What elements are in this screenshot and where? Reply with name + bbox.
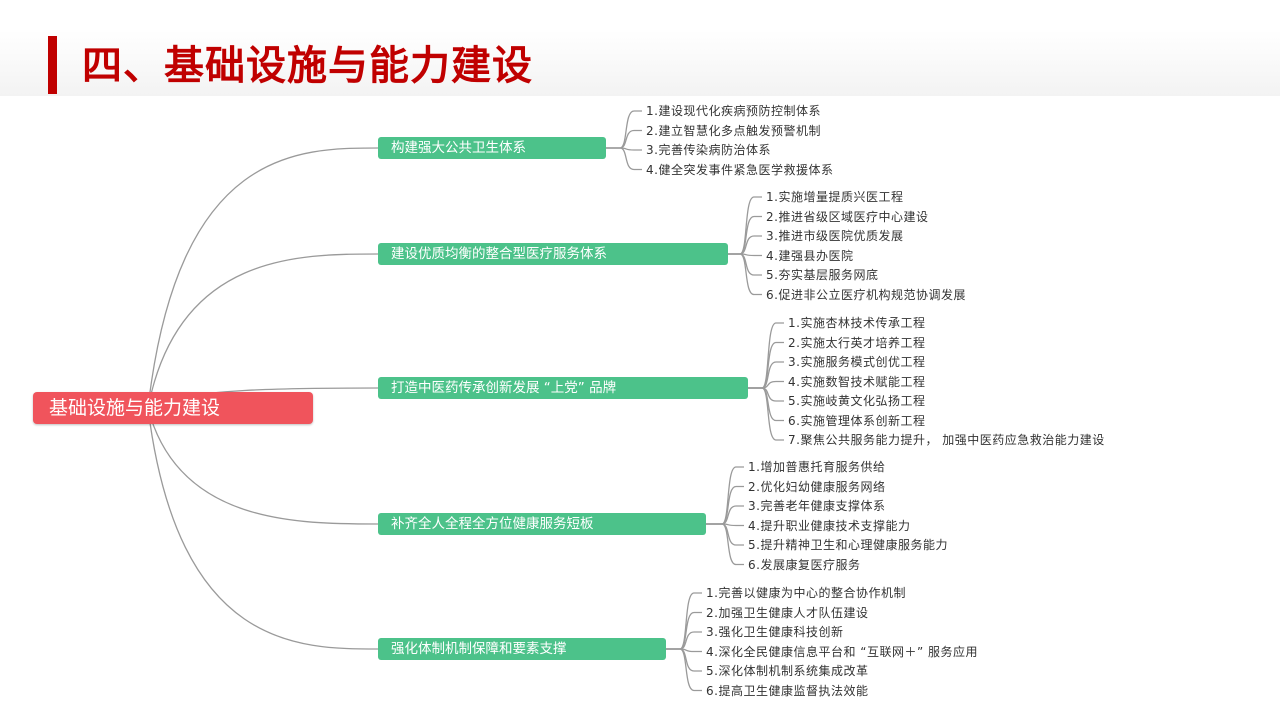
- leaf-item: 2.建立智慧化多点触发预警机制: [646, 123, 821, 138]
- leaf-item: 2.实施太行英才培养工程: [788, 335, 926, 350]
- branch-public-health[interactable]: 构建强大公共卫生体系: [378, 137, 606, 159]
- leaf-item: 4.深化全民健康信息平台和 “互联网＋” 服务应用: [706, 644, 979, 659]
- leaf-item: 1.实施杏林技术传承工程: [788, 316, 926, 330]
- leaf-item: 3.强化卫生健康科技创新: [706, 625, 844, 639]
- header-band: [0, 30, 1280, 96]
- leaf-item: 4.建强县办医院: [766, 248, 854, 263]
- root-branch-connector: [147, 253, 379, 409]
- leaf-item: 6.实施管理体系创新工程: [788, 413, 926, 428]
- leaf-item: 2.推进省级区域医疗中心建设: [766, 209, 929, 224]
- leaf-item: 1.增加普惠托育服务供给: [748, 460, 886, 474]
- page-title: 四、基础设施与能力建设: [82, 43, 533, 89]
- leaf-item: 5.实施岐黄文化弘扬工程: [788, 394, 926, 408]
- leaf-item: 6.发展康复医疗服务: [748, 557, 861, 572]
- branch-tcm-brand[interactable]: 打造中医药传承创新发展 “上党” 品牌: [378, 377, 748, 399]
- branch-leaf-connector: [606, 110, 642, 149]
- mindmap-root-node[interactable]: 基础设施与能力建设: [33, 392, 313, 424]
- leaf-item: 5.深化体制机制系统集成改革: [706, 664, 869, 678]
- branch-leaf-connector: [606, 129, 642, 149]
- leaf-item: 3.完善老年健康支撑体系: [748, 499, 886, 513]
- leaf-item: 1.完善以健康为中心的整合协作机制: [706, 586, 906, 600]
- leaf-item: 3.实施服务模式创优工程: [788, 355, 926, 369]
- leaf-item: 5.夯实基层服务网底: [766, 268, 879, 282]
- leaf-item: 4.实施数智技术赋能工程: [788, 374, 926, 389]
- leaf-item: 7.聚焦公共服务能力提升， 加强中医药应急救治能力建设: [788, 433, 1105, 447]
- branch-leaf-connector: [748, 387, 784, 441]
- branch-institutional-support[interactable]: 强化体制机制保障和要素支撑: [378, 638, 666, 660]
- root-branch-connector: [147, 407, 379, 525]
- branch-leaf-connector: [728, 253, 762, 296]
- leaf-item: 3.推进市级医院优质发展: [766, 229, 904, 243]
- branch-leaf-connector: [666, 648, 702, 672]
- branch-leaf-connector: [606, 147, 642, 171]
- root-branch-connector: [147, 147, 379, 409]
- branch-leaf-connector: [666, 611, 702, 650]
- leaf-item: 2.加强卫生健康人才队伍建设: [706, 605, 869, 620]
- title-accent-bar: [48, 36, 57, 94]
- branch-leaf-connector: [706, 523, 744, 566]
- branch-leaf-connector: [666, 648, 702, 692]
- root-branch-connector: [147, 407, 379, 650]
- branch-medical-service[interactable]: 建设优质均衡的整合型医疗服务体系: [378, 243, 728, 265]
- leaf-item: 6.提高卫生健康监督执法效能: [706, 683, 869, 698]
- leaf-item: 2.优化妇幼健康服务网络: [748, 479, 886, 494]
- leaf-item: 1.建设现代化疾病预防控制体系: [646, 104, 821, 118]
- branch-health-service[interactable]: 补齐全人全程全方位健康服务短板: [378, 513, 706, 535]
- leaf-item: 4.提升职业健康技术支撑能力: [748, 518, 911, 533]
- leaf-item: 4.健全突发事件紧急医学救援体系: [646, 162, 834, 177]
- leaf-item: 3.完善传染病防治体系: [646, 143, 771, 157]
- leaf-item: 1.实施增量提质兴医工程: [766, 190, 904, 204]
- leaf-item: 6.促进非公立医疗机构规范协调发展: [766, 287, 966, 302]
- branch-leaf-connector: [706, 466, 744, 525]
- leaf-item: 5.提升精神卫生和心理健康服务能力: [748, 538, 948, 552]
